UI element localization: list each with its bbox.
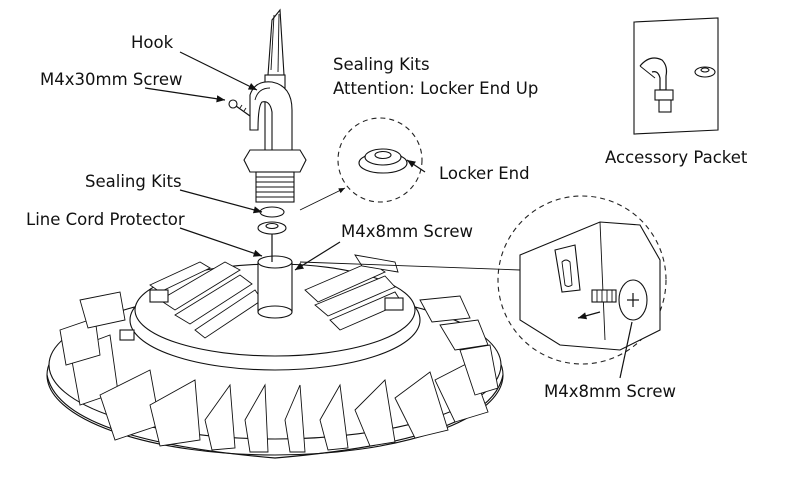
sealing-kits-label: Sealing Kits — [85, 172, 182, 191]
m4x8-screw-detail-label: M4x8mm Screw — [544, 382, 676, 401]
hex-fitting — [243, 149, 307, 203]
hook-label: Hook — [131, 33, 174, 52]
locker-end-label: Locker End — [439, 164, 530, 183]
accessory-packet-label: Accessory Packet — [605, 148, 748, 167]
accessory-packet — [633, 17, 719, 135]
screw-detail — [299, 195, 667, 365]
m4x30-screw-label: M4x30mm Screw — [40, 70, 183, 89]
hook-part — [249, 81, 293, 151]
m4x8-screw-center-label: M4x8mm Screw — [341, 222, 473, 241]
m4x30-screw — [228, 99, 251, 117]
sealing-kits-top-label: Sealing Kits — [333, 55, 430, 74]
sealing-rings — [257, 206, 287, 262]
locker-end-detail — [299, 117, 423, 211]
attention-label: Attention: Locker End Up — [333, 79, 539, 98]
highbay-fixture — [46, 254, 504, 459]
line-cord-protector-label: Line Cord Protector — [26, 210, 185, 229]
leader-lines — [144, 51, 633, 379]
